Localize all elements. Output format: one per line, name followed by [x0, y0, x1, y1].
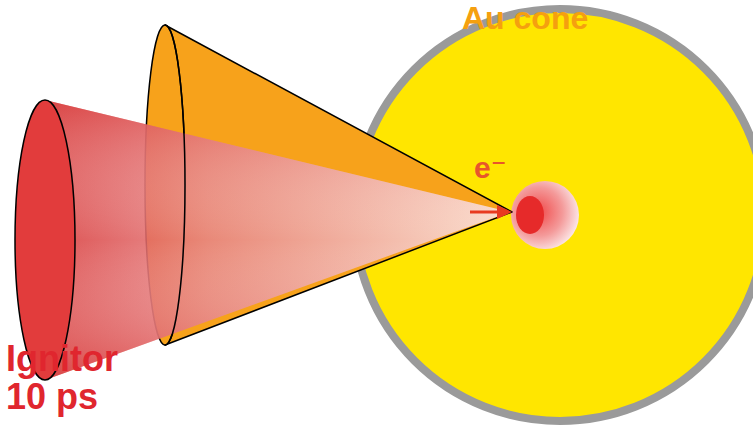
cone-rim-front — [165, 25, 185, 345]
ignitor-beam — [45, 100, 510, 380]
hot-spot — [516, 196, 544, 234]
electron-arrowhead — [497, 205, 512, 219]
beam-label: Ignitor 10 ps — [6, 340, 156, 416]
part-label: Au cone — [462, 2, 588, 36]
electron-arrow — [470, 211, 500, 214]
beam-aperture — [15, 100, 75, 380]
ignitor-beam-shade — [45, 100, 510, 380]
compressed-core — [511, 181, 579, 249]
particle-label: e⁻ — [474, 152, 507, 184]
